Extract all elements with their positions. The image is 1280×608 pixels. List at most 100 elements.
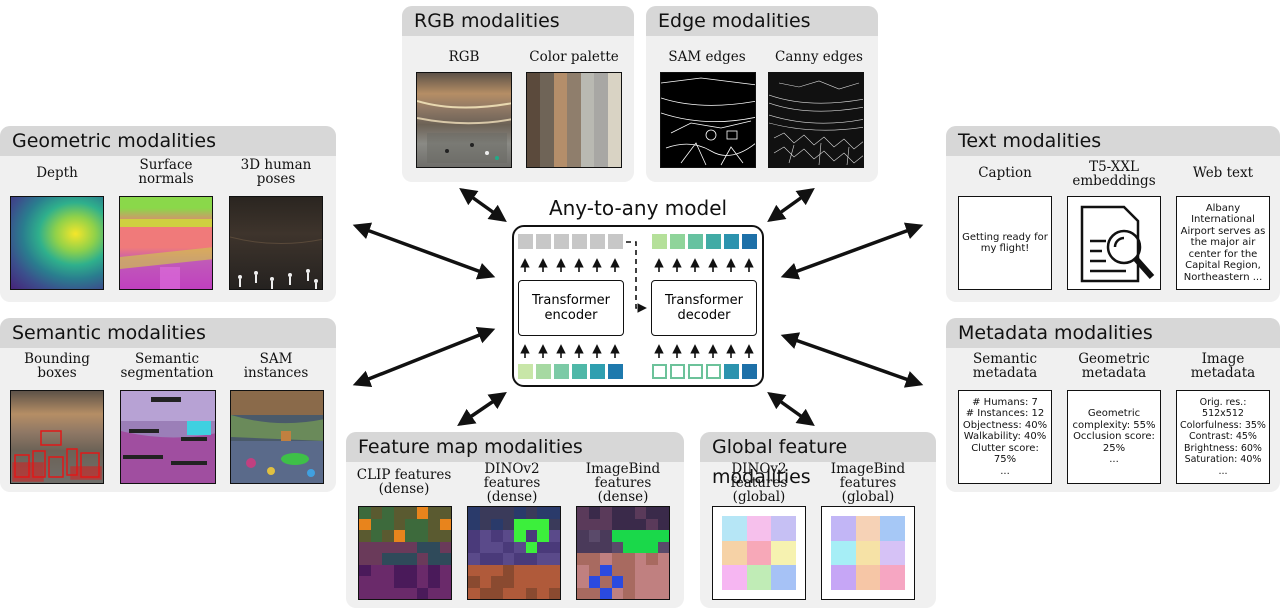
dinov2-feature-cell: [525, 553, 537, 565]
imagebind-feature-cell: [611, 587, 623, 599]
palette-stripe: [553, 73, 568, 167]
dinov2-feature-cell: [502, 530, 514, 542]
clip-feature-cell: [370, 587, 382, 599]
encoder-input-token: [572, 364, 587, 379]
decoder-input-token: [706, 364, 721, 379]
dinov2-feature-cell: [479, 518, 491, 530]
imagebind-feature-cell: [600, 553, 612, 565]
imagebind-feature-cell: [646, 530, 658, 542]
dinov2-feature-cell: [468, 507, 480, 519]
canny-edges-image: [768, 72, 864, 168]
decoder-input-token: [652, 364, 667, 379]
clip-feature-cell: [393, 541, 405, 553]
clip-feature-cell: [359, 587, 371, 599]
imagebind-feature-cell: [646, 507, 658, 519]
clip-feature-cell: [405, 587, 417, 599]
geometric-metadata-label: Geometric metadata: [1078, 351, 1150, 381]
clip-feature-cell: [428, 564, 440, 576]
sam-edges-label: SAM edges: [668, 49, 746, 65]
dinov2-feature-cell: [514, 576, 526, 588]
dinov2-dense-image: [467, 506, 561, 600]
imagebind-feature-cell: [577, 541, 589, 553]
dinov2-feature-cell: [548, 553, 560, 565]
imagebind-global-cell: [855, 516, 881, 541]
imagebind-feature-cell: [634, 541, 646, 553]
clip-feature-cell: [370, 518, 382, 530]
clip-feature-cell: [393, 518, 405, 530]
imagebind-feature-cell: [588, 553, 600, 565]
imagebind-feature-cell: [646, 518, 658, 530]
imagebind-feature-cell: [588, 587, 600, 599]
dinov2-feature-cell: [491, 553, 503, 565]
imagebind-global-label: ImageBind features (global): [830, 461, 906, 505]
web-text-box: Albany International Airport serves as t…: [1176, 196, 1270, 290]
imagebind-feature-cell: [600, 518, 612, 530]
clip-feature-cell: [370, 507, 382, 519]
dinov2-feature-cell: [479, 587, 491, 599]
clip-feature-cell: [370, 576, 382, 588]
dinov2-feature-cell: [537, 530, 549, 542]
edge-modalities-panel: Edge modalities SAM edges Canny edges: [646, 6, 878, 182]
dinov2-feature-cell: [468, 576, 480, 588]
clip-feature-cell: [416, 553, 428, 565]
text-modalities-panel: Text modalities Caption T5-XXL embedding…: [946, 126, 1280, 302]
dinov2-global-cell: [771, 565, 796, 590]
dinov2-feature-cell: [491, 587, 503, 599]
image-metadata-label: Image metadata: [1190, 351, 1256, 381]
palette-stripe: [540, 73, 554, 167]
imagebind-feature-cell: [623, 518, 635, 530]
clip-feature-cell: [382, 553, 394, 565]
panel-title: Semantic modalities: [0, 318, 336, 348]
dinov2-global-label: DINOv2 features (global): [730, 461, 788, 505]
clip-feature-cell: [393, 507, 405, 519]
imagebind-feature-cell: [577, 576, 589, 588]
semantic-metadata-label: Semantic metadata: [972, 351, 1038, 381]
dinov2-feature-cell: [491, 541, 503, 553]
dinov2-global-cell: [771, 516, 796, 541]
rgb-image: [416, 72, 512, 168]
clip-feature-cell: [393, 576, 405, 588]
depth-image: [10, 196, 104, 290]
dinov2-feature-cell: [525, 576, 537, 588]
clip-features-label: CLIP features (dense): [356, 467, 452, 497]
encoder-input-token: [518, 364, 533, 379]
imagebind-global-cell: [831, 540, 856, 566]
bounding-boxes-image: [10, 390, 104, 484]
dinov2-feature-cell: [514, 587, 526, 599]
dinov2-feature-cell: [548, 507, 560, 519]
dinov2-feature-cell: [537, 518, 549, 530]
encoder-output-token: [554, 234, 569, 249]
clip-feature-cell: [416, 507, 428, 519]
rgb-modalities-panel: RGB modalities RGB Color palette: [402, 6, 634, 182]
clip-feature-cell: [405, 576, 417, 588]
dinov2-global-cell: [771, 540, 796, 566]
clip-feature-cell: [416, 587, 428, 599]
encoder-input-token: [554, 364, 569, 379]
imagebind-dense-label: ImageBind features (dense): [585, 461, 661, 505]
dinov2-feature-cell: [548, 518, 560, 530]
clip-feature-cell: [382, 587, 394, 599]
dinov2-feature-cell: [468, 541, 480, 553]
clip-feature-cell: [405, 507, 417, 519]
clip-feature-cell: [359, 507, 371, 519]
dinov2-global-cell: [746, 540, 772, 566]
imagebind-feature-cell: [611, 564, 623, 576]
canny-edges-label: Canny edges: [775, 49, 863, 65]
clip-feature-cell: [416, 530, 428, 542]
encoder-output-token: [572, 234, 587, 249]
panel-title: RGB modalities: [402, 6, 634, 36]
clip-feature-cell: [439, 541, 451, 553]
palette-stripe: [527, 73, 541, 167]
imagebind-feature-cell: [646, 587, 658, 599]
clip-feature-cell: [370, 553, 382, 565]
dinov2-global-cell: [722, 516, 747, 541]
clip-feature-cell: [405, 518, 417, 530]
dinov2-feature-cell: [502, 564, 514, 576]
dinov2-feature-cell: [548, 576, 560, 588]
dinov2-feature-cell: [468, 530, 480, 542]
imagebind-feature-cell: [577, 507, 589, 519]
decoder-input-token: [688, 364, 703, 379]
decoder-output-token: [706, 234, 721, 249]
imagebind-feature-cell: [600, 507, 612, 519]
